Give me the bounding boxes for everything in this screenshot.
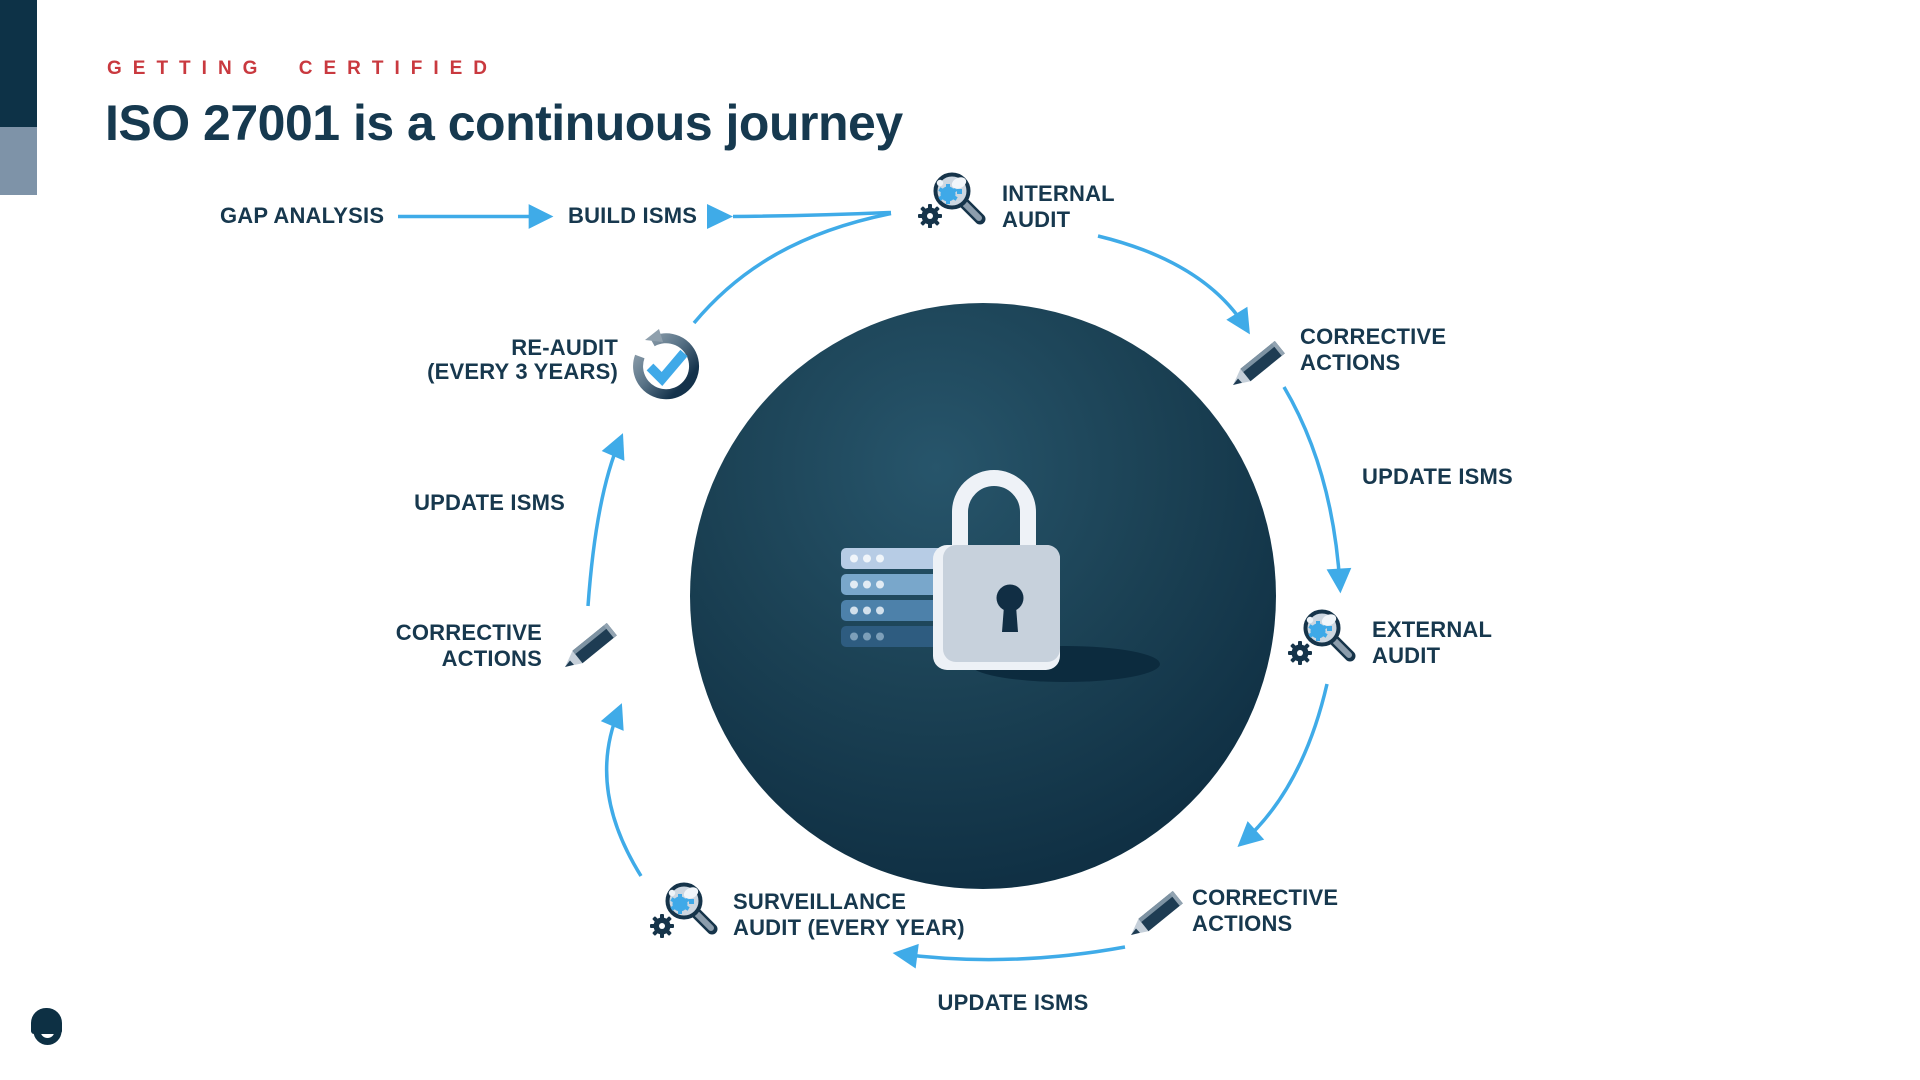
arrow-surveillance-to-corrective3	[600, 703, 643, 877]
company-logo-dome	[31, 1008, 62, 1034]
arrow-corrective3-to-reaudit	[586, 433, 625, 607]
keyhole	[996, 584, 1024, 632]
label-corrective-actions-left: CORRECTIVE ACTIONS	[395, 620, 542, 671]
page-title: ISO 27001 is a continuous journey	[105, 95, 903, 151]
cycle-check-icon	[633, 329, 699, 400]
pencil-icon	[565, 623, 617, 667]
line-build-to-internal	[732, 210, 892, 219]
label-update-isms-left: UPDATE ISMS	[414, 490, 565, 515]
accent-bar-slate	[0, 127, 37, 195]
pencil-icon	[1131, 891, 1183, 935]
label-external-audit: EXTERNAL AUDIT	[1372, 617, 1493, 668]
label-internal-audit: INTERNAL AUDIT	[1002, 181, 1115, 232]
arrow-corrective1-to-external	[1282, 386, 1352, 594]
label-surveillance-audit: SURVEILLANCE AUDIT (EVERY YEAR)	[733, 889, 965, 940]
audit-magnifier-icon	[1288, 609, 1356, 665]
eyebrow-label: GETTING CERTIFIED	[107, 58, 498, 79]
label-corrective-actions-right: CORRECTIVE ACTIONS	[1300, 324, 1447, 375]
audit-magnifier-icon	[918, 172, 986, 228]
padlock-icon	[933, 470, 1060, 670]
arrow-corrective2-to-surveillance	[892, 943, 1126, 969]
server-and-padlock-art	[841, 470, 1160, 682]
server-stack-icon	[841, 548, 951, 647]
label-build-isms: BUILD ISMS	[568, 203, 698, 228]
arrow-external-to-corrective2	[1237, 683, 1329, 847]
accent-bar-dark	[0, 0, 37, 127]
arrow-internal-to-corrective1	[1097, 234, 1250, 335]
label-corrective-actions-bottom: CORRECTIVE ACTIONS	[1192, 885, 1339, 936]
label-gap-analysis: GAP ANALYSIS	[220, 203, 385, 228]
label-re-audit: RE-AUDIT (EVERY 3 YEARS)	[427, 335, 618, 384]
audit-magnifier-icon	[650, 882, 718, 938]
pencil-icon	[1233, 341, 1285, 385]
company-logo-smile	[33, 1030, 62, 1045]
label-update-isms-right: UPDATE ISMS	[1362, 464, 1513, 489]
label-update-isms-bottom: UPDATE ISMS	[937, 990, 1089, 1015]
arrowhead-build-exit	[707, 204, 733, 229]
arc-reaudit-to-internal	[692, 211, 892, 325]
